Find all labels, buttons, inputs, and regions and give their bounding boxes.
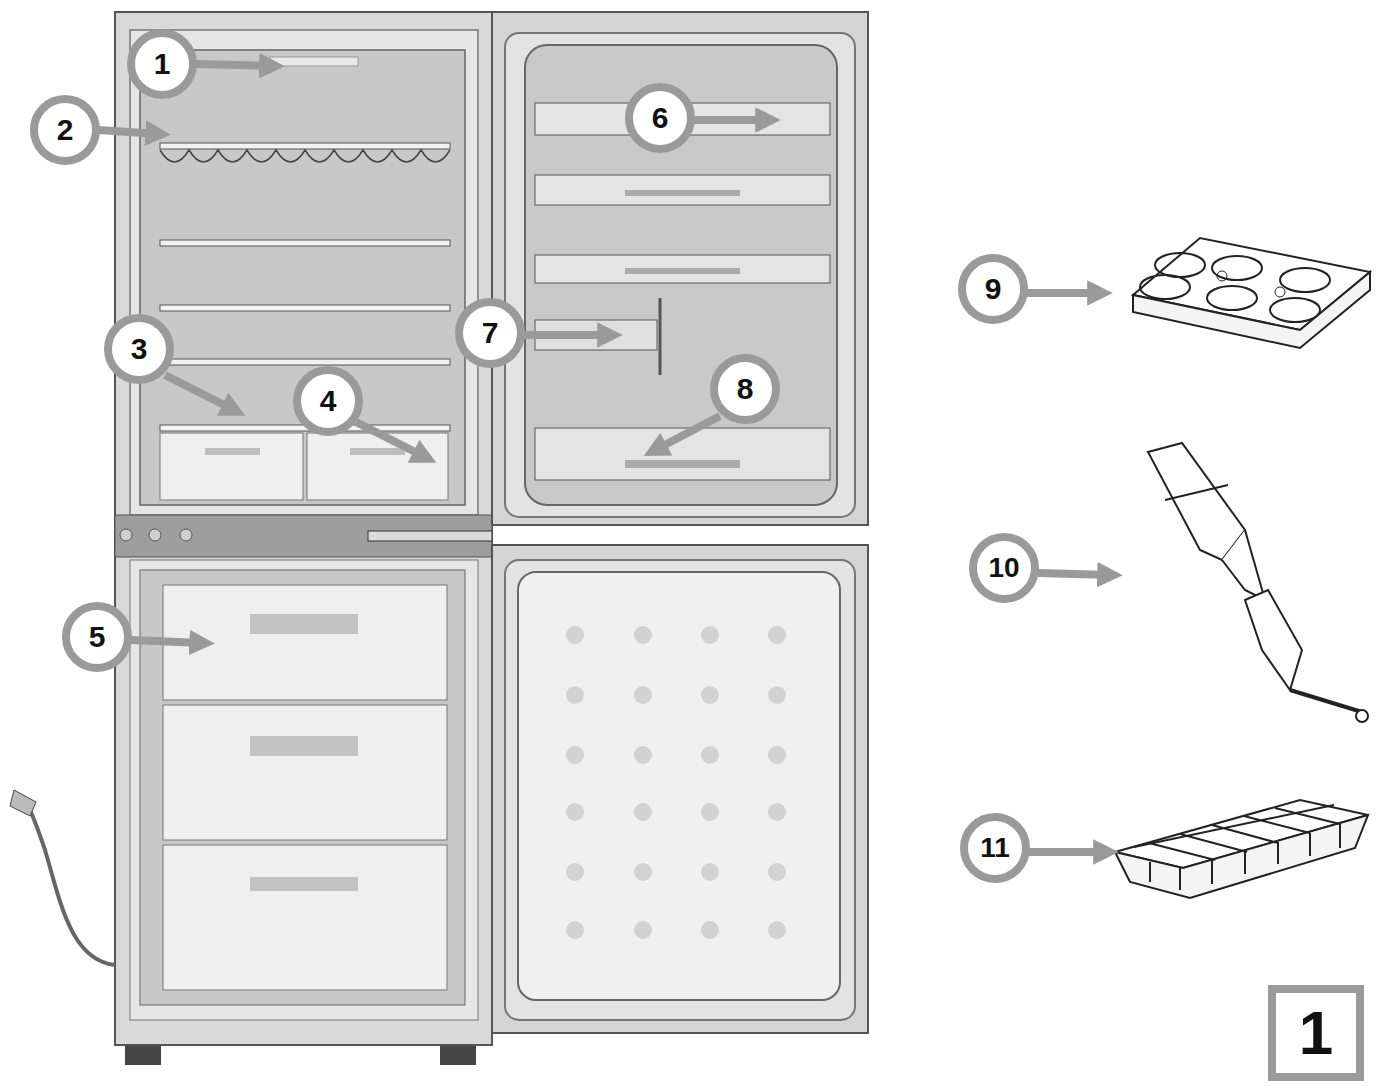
holder-rail: [659, 298, 662, 375]
callout-ring: [34, 99, 96, 161]
egg-tray: [1133, 238, 1370, 348]
fridge-interior: [140, 50, 465, 505]
callout-ring: [297, 370, 359, 432]
callout-ring: [714, 358, 776, 420]
callout-ring: [108, 318, 170, 380]
callout-number: 11: [980, 834, 1010, 862]
power-cord: [28, 805, 115, 965]
callout-number: 1: [154, 49, 171, 79]
callout-circle: 7: [455, 298, 525, 368]
callout-ring: [973, 537, 1035, 599]
callout-circle: 5: [62, 602, 132, 672]
door-liner: [518, 572, 840, 1000]
shelf-label: [625, 190, 740, 196]
fridge-door: [492, 12, 868, 525]
callout-ring: [964, 817, 1026, 879]
control-panel: [115, 515, 492, 557]
freezer-door: [492, 545, 868, 1033]
ice-cube-tray: [1115, 800, 1368, 898]
glass-shelf: [160, 359, 450, 365]
fridge-cabinet: [115, 12, 492, 1045]
callout-circle: 8: [710, 354, 780, 424]
callout-number: 2: [57, 115, 74, 145]
drawer-handle: [250, 614, 358, 634]
power-plug: [10, 790, 36, 816]
fridge-foot: [440, 1043, 476, 1065]
glass-shelf: [160, 305, 450, 311]
freezer-frame: [130, 560, 478, 1020]
callout-circle: 1: [127, 29, 197, 99]
door-liner: [525, 45, 837, 505]
control-knob: [149, 529, 161, 541]
door-shelf: [535, 175, 830, 205]
control-knob: [180, 529, 192, 541]
figure-number: 1: [1299, 1002, 1333, 1064]
glass-shelf: [160, 240, 450, 246]
callout-circle: 4: [293, 366, 363, 436]
fridge-foot: [125, 1043, 161, 1065]
shelf-label: [625, 268, 740, 274]
callout-number: 10: [988, 554, 1019, 582]
callout-ring: [131, 33, 193, 95]
leader-arrows: [99, 64, 1110, 852]
door-hinge: [368, 531, 492, 541]
ice-tongs: [1148, 443, 1368, 722]
freezer-drawer: [163, 585, 447, 700]
callout-number: 6: [652, 103, 669, 133]
control-knob: [120, 529, 132, 541]
drawer-handle: [350, 448, 405, 455]
callout-number: 5: [89, 622, 106, 652]
callout-ring: [66, 606, 128, 668]
callout-ring: [629, 87, 691, 149]
callout-ring: [962, 258, 1024, 320]
callout-number: 8: [737, 374, 754, 404]
freezer-interior: [140, 570, 465, 1005]
freezer-drawer: [163, 705, 447, 840]
door-shelf: [535, 255, 830, 283]
fridge-frame: [130, 30, 478, 515]
door-gasket: [505, 560, 855, 1020]
drawer-handle: [250, 877, 358, 891]
liner-dimples: [566, 626, 786, 939]
callout-number: 7: [482, 318, 499, 348]
shelf-label: [625, 460, 740, 468]
callout-number: 3: [131, 334, 148, 364]
crisper-drawer: [307, 433, 448, 500]
callout-ring: [459, 302, 521, 364]
figure-number-box: 1: [1268, 985, 1364, 1081]
door-gasket: [505, 33, 855, 517]
callout-circle: 3: [104, 314, 174, 384]
callout-circle: 9: [958, 254, 1028, 324]
callout-number: 9: [985, 274, 1002, 304]
freezer-drawer: [163, 845, 447, 990]
callout-circle: 10: [969, 533, 1039, 603]
fridge-light: [270, 57, 358, 66]
callout-circle: 6: [625, 83, 695, 153]
drawer-handle: [250, 736, 358, 756]
callout-circle: 11: [960, 813, 1030, 883]
drawer-handle: [205, 448, 260, 455]
callout-circle: 2: [30, 95, 100, 165]
callout-number: 4: [320, 386, 337, 416]
glass-shelf: [160, 143, 450, 149]
crisper-drawer: [160, 433, 303, 500]
wine-rack: [160, 150, 450, 162]
